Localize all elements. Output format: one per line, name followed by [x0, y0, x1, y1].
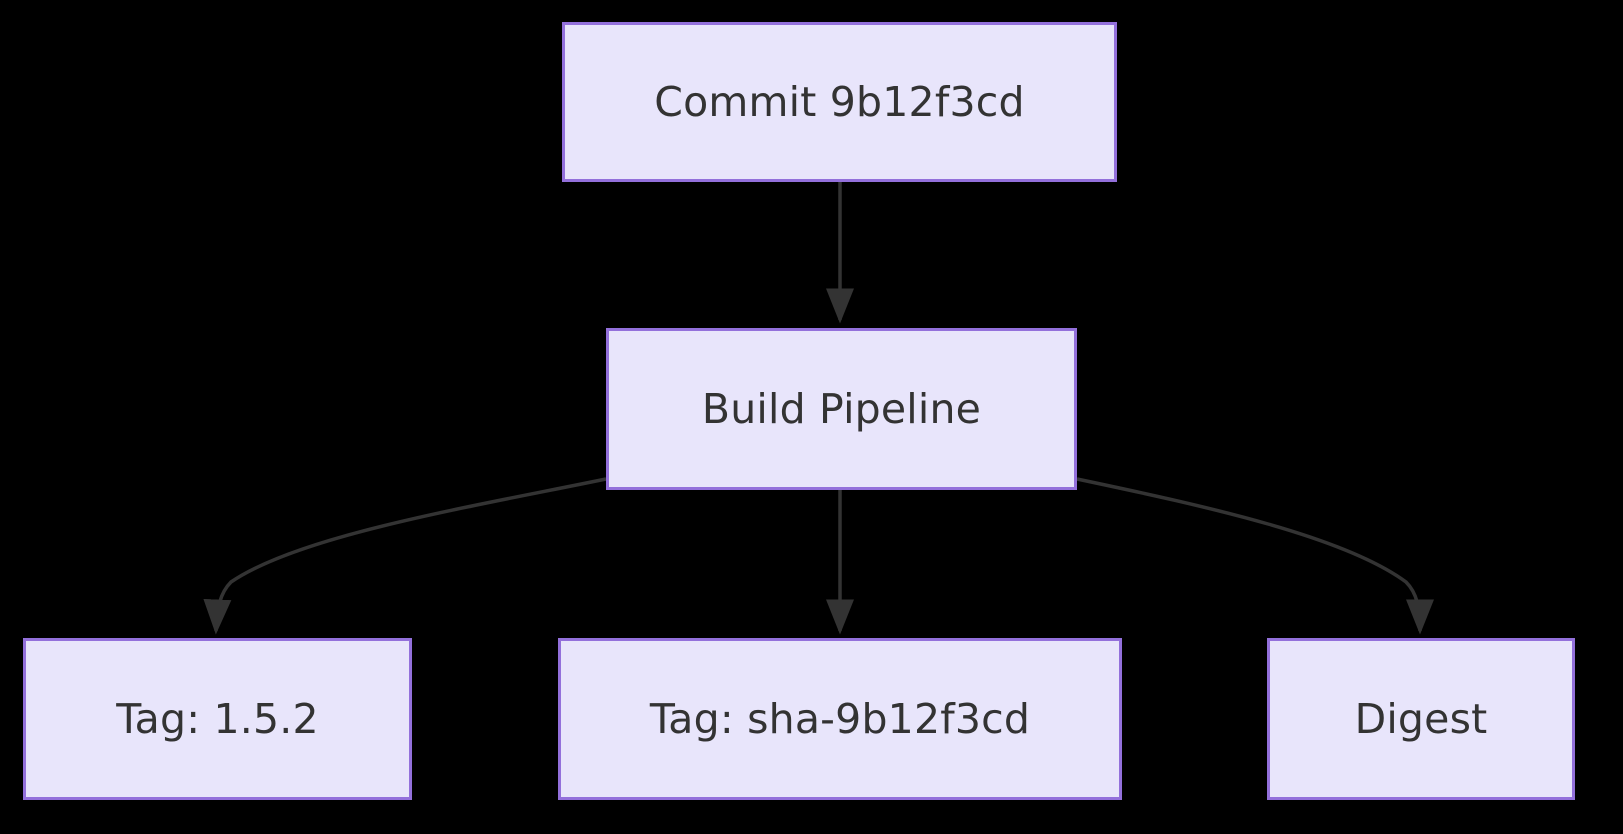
node-commit-label: Commit 9b12f3cd [654, 77, 1025, 126]
node-build-pipeline[interactable]: Build Pipeline [606, 328, 1077, 490]
node-tag-sha-label: Tag: sha-9b12f3cd [649, 694, 1031, 743]
node-tag-version[interactable]: Tag: 1.5.2 [23, 638, 412, 800]
node-tag-sha[interactable]: Tag: sha-9b12f3cd [558, 638, 1122, 800]
edge-build-to-tag-version [203, 477, 607, 635]
node-commit[interactable]: Commit 9b12f3cd [562, 22, 1117, 182]
node-digest[interactable]: Digest [1267, 638, 1575, 800]
node-build-pipeline-label: Build Pipeline [701, 384, 982, 433]
node-tag-version-label: Tag: 1.5.2 [116, 694, 319, 743]
edge-build-to-digest [1076, 477, 1434, 635]
node-digest-label: Digest [1354, 694, 1488, 743]
